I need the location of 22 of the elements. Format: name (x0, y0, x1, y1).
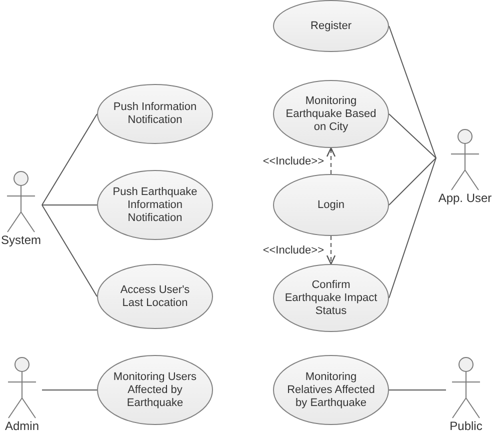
use-case-label: Push Information Notification (112, 101, 198, 127)
association-line (42, 204, 98, 297)
association-line (42, 204, 98, 206)
actor-label: System (0, 233, 41, 247)
use-case-label: Access User's Last Location (119, 284, 191, 310)
use-case-label: Confirm Earthquake Impact Status (284, 278, 378, 318)
dependency-arrow (326, 236, 336, 265)
actor-label: Admin (4, 419, 39, 433)
association-line (388, 114, 436, 158)
use-case-label: Monitoring Users Affected by Earthquake (112, 370, 198, 410)
association-line (388, 26, 436, 158)
actor-label: Public (450, 419, 482, 433)
dependency-arrow (326, 147, 336, 174)
use-case-label: Monitoring Relatives Affected by Earthquake (286, 370, 376, 410)
association-line (388, 158, 436, 298)
use-case-label: Push Earthquake Information Notification (112, 186, 198, 224)
use-case-label: Monitoring Earthquake Based on City (284, 94, 378, 134)
association-line (42, 114, 98, 206)
association-line (388, 158, 436, 206)
actor-label: App. User (438, 191, 492, 205)
use-case-label: Login (318, 198, 344, 212)
use-case-label: Register (310, 20, 352, 32)
